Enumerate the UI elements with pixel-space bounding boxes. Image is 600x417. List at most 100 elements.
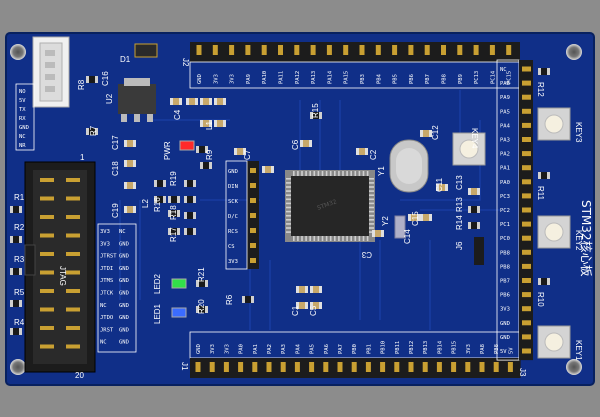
svg-text:KEY1: KEY1: [574, 340, 583, 361]
svg-text:LED2: LED2: [153, 273, 162, 294]
header-pin: [375, 45, 381, 55]
pin-label: PA7: [338, 344, 344, 354]
resistor: [86, 76, 98, 83]
svg-text:J6: J6: [455, 241, 464, 250]
pin-label: PB6: [409, 74, 415, 84]
jtag-pin-label: NC: [100, 303, 107, 309]
capacitor: [124, 206, 136, 213]
jtag-pin-label: JTCK: [100, 291, 114, 297]
header-pin: [394, 362, 400, 372]
resistor: [184, 196, 196, 203]
left-conn-label: RX: [19, 116, 26, 122]
left-conn-label: TX: [19, 107, 26, 113]
swd-pin-label: 3V3: [228, 259, 238, 265]
pin-label: GND: [500, 321, 510, 327]
key3-button[interactable]: [537, 107, 571, 141]
svg-text:R13: R13: [455, 197, 464, 212]
pin-label: PB7: [500, 279, 510, 285]
jtag-pin-label: GND: [119, 327, 129, 333]
pin-label: PB6: [500, 293, 510, 299]
header-pin: [522, 207, 531, 213]
svg-text:C6: C6: [291, 139, 300, 150]
svg-text:KEY3: KEY3: [574, 122, 583, 143]
resistor: [154, 196, 166, 203]
svg-text:R21: R21: [197, 267, 206, 282]
header-pin: [408, 45, 414, 55]
header-pin: [310, 45, 316, 55]
svg-text:R20: R20: [197, 299, 206, 314]
pin-label: 3V3: [466, 344, 472, 354]
header-pin: [351, 362, 357, 372]
mount-hole: [566, 359, 582, 375]
swd-pin-label: GND: [228, 169, 238, 175]
header-pin: [223, 362, 229, 372]
swd-pin-label: D/C: [228, 214, 238, 220]
resistor: [10, 236, 22, 243]
capacitor: [262, 166, 274, 173]
left-conn-label: 5V: [19, 98, 26, 104]
left-conn-label: NC: [19, 134, 26, 140]
svg-text:R10: R10: [536, 292, 545, 307]
mount-hole: [10, 359, 26, 375]
resistor: [154, 180, 166, 187]
jtag-pin-label: JRST: [100, 327, 114, 333]
svg-text:Y1: Y1: [377, 166, 386, 176]
svg-text:R16: R16: [153, 197, 162, 212]
pin-label: PA3: [500, 138, 510, 144]
swd-pin-label: SCK: [228, 199, 239, 205]
capacitor: [300, 140, 312, 147]
resistor: [468, 222, 480, 229]
key4-button[interactable]: [452, 132, 486, 166]
key2-button[interactable]: [537, 215, 571, 249]
resistor: [184, 212, 196, 219]
jtag-pin20: 20: [75, 371, 84, 380]
svg-text:C11: C11: [435, 177, 444, 192]
header-pin: [195, 362, 201, 372]
svg-text:D1: D1: [120, 55, 131, 64]
header-pin: [522, 292, 531, 298]
svg-text:C5: C5: [309, 305, 318, 316]
left-conn-label: NR: [19, 143, 26, 149]
svg-text:C2: C2: [369, 149, 378, 160]
header-pin: [422, 362, 428, 372]
capacitor: [214, 98, 226, 105]
header-pin: [252, 362, 258, 372]
pwr-led: [179, 140, 195, 151]
header-pin: [238, 362, 244, 372]
header-pin: [522, 66, 531, 72]
svg-text:R1: R1: [14, 193, 25, 202]
header-pin: [479, 362, 485, 372]
pin-label: PB3: [360, 74, 366, 84]
pin-label: PB8: [442, 74, 448, 84]
svg-text:C13: C13: [455, 175, 464, 190]
pin-label: GND: [500, 335, 510, 341]
resistor: [242, 296, 254, 303]
header-pin: [522, 193, 531, 199]
j2-label: J2: [181, 58, 190, 67]
mcu-chip: STM32: [285, 170, 375, 242]
capacitor: [170, 98, 182, 105]
header-pin: [212, 45, 218, 55]
pin-label: PA2: [267, 344, 273, 354]
header-pin: [522, 94, 531, 100]
resistor: [10, 206, 22, 213]
key1-button[interactable]: [537, 325, 571, 359]
capacitor: [296, 286, 308, 293]
capacitor: [468, 188, 480, 195]
resistor: [196, 306, 208, 313]
svg-text:C14: C14: [403, 229, 412, 244]
capacitor: [408, 214, 420, 221]
pin-label: 5V: [500, 349, 507, 355]
resistor: [10, 268, 22, 275]
capacitor: [310, 286, 322, 293]
svg-text:C17: C17: [111, 135, 120, 150]
header-pin: [365, 362, 371, 372]
header-pin: [522, 334, 531, 340]
svg-text:R11: R11: [536, 186, 545, 201]
header-pin: [441, 45, 446, 55]
pin-label: PA11: [279, 71, 285, 84]
pin-label: PC2: [500, 208, 510, 214]
